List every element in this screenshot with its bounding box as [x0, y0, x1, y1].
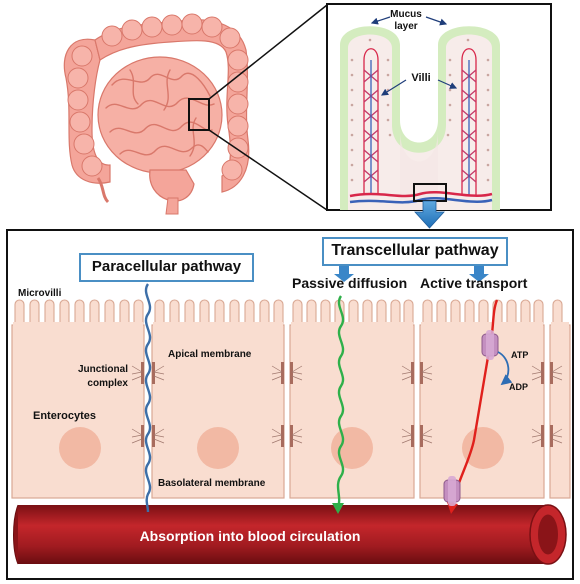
junctional-complex-label-line2: complex [87, 378, 128, 389]
junctional-complexes [131, 362, 563, 447]
passive-diffusion-label: Passive diffusion [292, 275, 407, 291]
enterocyte-cells [11, 324, 571, 499]
cell-nuclei [59, 427, 504, 469]
adp-label: ADP [509, 382, 528, 392]
transporter-basolateral-icon [443, 476, 461, 506]
basolateral-membrane-label: Basolateral membrane [158, 478, 266, 489]
intestine-illustration [63, 13, 250, 215]
active-transport-down-arrow-icon [469, 266, 489, 282]
paracellular-path-line [144, 283, 152, 513]
junctional-complex-label-line1: Junctional [78, 364, 128, 375]
blood-vessel [13, 504, 567, 565]
apical-membrane-label: Apical membrane [168, 349, 252, 360]
mucus-arrow-right [425, 16, 448, 26]
absorption-label: Absorption into blood circulation [140, 528, 361, 544]
enterocytes-label: Enterocytes [33, 410, 96, 422]
active-transport-label: Active transport [420, 275, 528, 291]
passive-diffusion-arrowhead-icon [332, 503, 344, 514]
passive-diffusion-down-arrow-icon [334, 266, 354, 282]
zoom-connector-lines [208, 4, 328, 211]
villi-arrow-right [437, 79, 458, 89]
atp-label: ATP [511, 350, 528, 360]
mucus-layer-label-line2: layer [394, 21, 417, 32]
mucus-layer-label-line1: Mucus [390, 9, 422, 20]
passive-diffusion-path-line [336, 295, 345, 509]
villi-label: Villi [411, 72, 430, 84]
villi-inset: Mucus layer Villi [326, 3, 552, 211]
atp-to-adp-arrow-icon [497, 351, 513, 386]
cellular-panel: Passive diffusion Active transport Micro… [6, 229, 574, 580]
transcellular-pathway-title: Transcellular pathway [322, 237, 508, 266]
villi-arrow-left [380, 79, 407, 96]
transporter-apical-icon [481, 330, 499, 360]
intestine-zoom-marker [188, 98, 210, 131]
mucus-arrow-left [370, 16, 391, 25]
paracellular-pathway-title: Paracellular pathway [79, 253, 254, 282]
microvilli-label: Microvilli [18, 288, 62, 299]
zoom-down-arrow-icon [414, 200, 445, 229]
